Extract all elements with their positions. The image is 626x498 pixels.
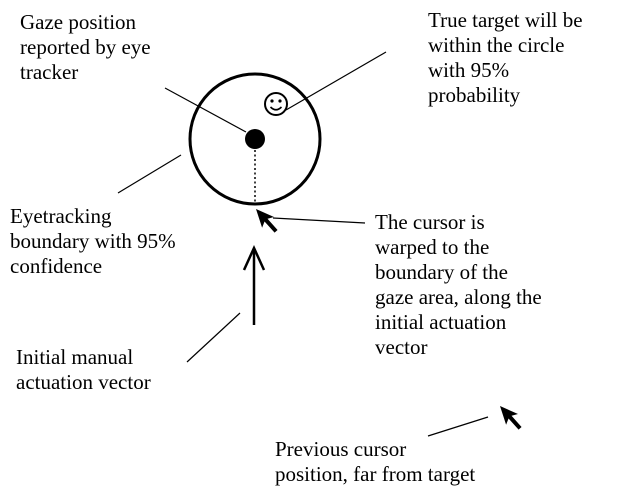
true-target-label: True target will be within the circle wi… — [428, 8, 583, 107]
cursor-warped-label: The cursor is warped to the boundary of … — [375, 210, 542, 359]
previous-cursor-icon — [500, 406, 522, 430]
gaze-position-dot — [245, 129, 265, 149]
gaze-position-label: Gaze position reported by eye tracker — [20, 10, 151, 84]
gaze-position-leader-line — [164, 87, 247, 133]
true-target-leader-line — [285, 51, 387, 111]
previous-cursor-leader-line — [427, 416, 489, 437]
cursor-warped-leader-line — [272, 217, 366, 224]
gaze-area-circle — [188, 72, 322, 206]
previous-cursor-label: Previous cursor position, far from targe… — [275, 437, 476, 486]
initial-vector-label: Initial manual actuation vector — [16, 345, 151, 394]
actuation-vector-arrow — [242, 244, 266, 325]
smiley-face-icon — [264, 92, 288, 116]
arrow-cursor-icon — [256, 209, 278, 233]
initial-vector-leader-line — [186, 312, 241, 363]
eyetracking-boundary-leader-line — [117, 154, 182, 194]
eyetracking-boundary-label: Eyetracking boundary with 95% confidence — [10, 204, 176, 278]
